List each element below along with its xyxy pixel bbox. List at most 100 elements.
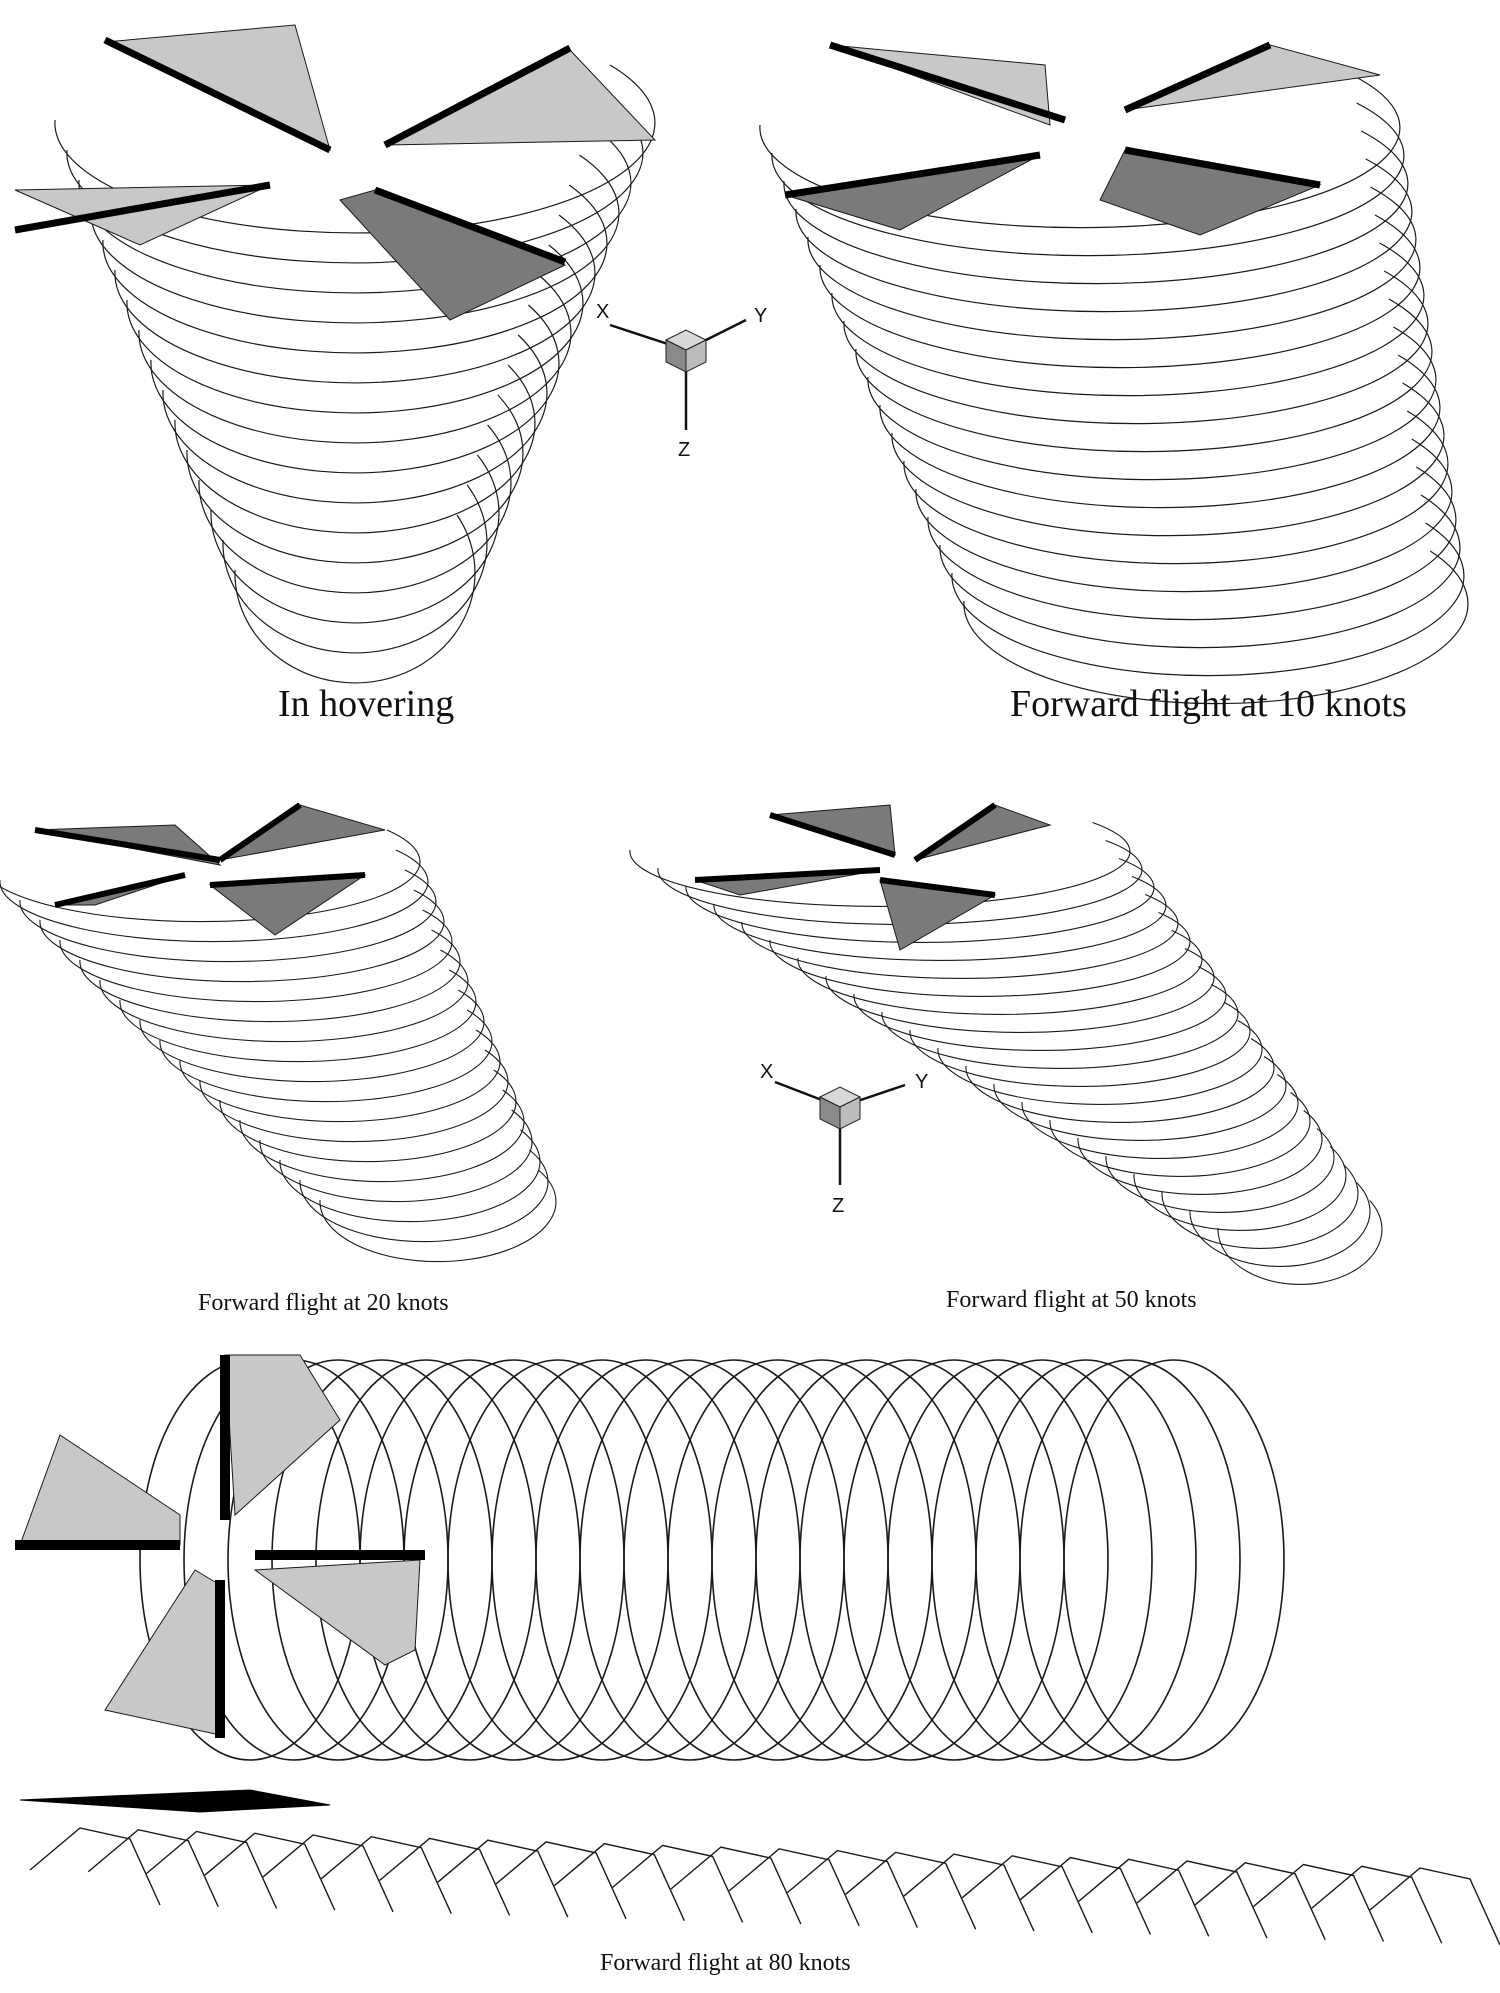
vortex-ring [186,394,524,564]
vortex-ring [114,214,596,384]
blade-spar [54,872,186,908]
rotor-blade [339,189,567,321]
vortex-ring [843,270,1429,425]
rotor-fwd50 [694,802,1052,951]
axis-x-label: X [760,1061,773,1083]
vortex-ring [219,1069,517,1163]
vortex-ring [234,514,476,684]
vortex-segment [204,1832,336,1911]
vortex-ring [59,909,453,1003]
vortex-ring [403,1359,625,1761]
rotor-fwd80 [15,1354,425,1738]
rotor-blade [219,804,386,861]
vortex-ring [1019,1359,1241,1761]
axis-z-label: Z [832,1195,844,1217]
vortex-ring [783,130,1409,285]
vortex-ring [755,1359,977,1761]
blade-spar [373,186,567,266]
rotor-blade [384,49,657,146]
vortex-ring [855,298,1433,453]
rotor-blade [19,1434,181,1546]
vortex-ring [150,304,560,474]
vortex-segment [845,1851,977,1930]
vortex-ring [1161,1164,1359,1249]
blade-spar [769,812,896,858]
vortex-ring [1077,1110,1323,1195]
vortex-segment [146,1830,278,1909]
vortex-ring [1105,1128,1335,1213]
wake-fwd50 [629,821,1383,1285]
vortex-ring [797,929,1203,1015]
blade-spar [103,36,332,154]
rotor-blade [224,1354,341,1517]
vortex-ring [937,1020,1263,1105]
vortex-ring [199,1049,509,1143]
vortex-ring [39,889,445,983]
vortex-ring [319,1169,557,1263]
vortex-ring [795,158,1413,313]
vortex-ring [843,1359,1065,1761]
vortex-ring [90,154,620,324]
vortex-segment [495,1841,627,1920]
vortex-ring [119,969,477,1063]
vortex-ring [741,893,1179,979]
vortex-ring [210,454,500,624]
vortex-segment [786,1849,919,1928]
blade-spar [14,181,271,234]
vortex-ring [711,1359,933,1761]
vortex-ring [222,484,488,654]
vortex-ring [903,410,1449,565]
vortex-segment [612,1844,744,1923]
vortex-ring [99,949,469,1043]
vortex-ring [975,1359,1197,1761]
vortex-ring [0,849,429,943]
axis-x-label: X [596,301,609,323]
vortex-ring [939,494,1461,649]
vortex-segment [670,1846,802,1925]
vortex-ring [1021,1074,1299,1159]
vortex-ring [963,550,1469,705]
vortex-ring [1133,1146,1347,1231]
vortex-segment [1136,1860,1268,1939]
vortex-ring [927,466,1457,621]
wake-fwd10 [759,74,1469,705]
wake-hover [54,64,656,684]
vortex-ring [915,438,1453,593]
vortex-ring [179,1029,501,1123]
vortex-ring [162,334,548,504]
vortex-ring [807,186,1417,341]
vortex-ring [139,989,485,1083]
vortex-ring [279,1129,541,1223]
vortex-ring [657,839,1143,925]
vortex-segment [553,1842,685,1921]
rotor-blade [104,1569,221,1736]
vortex-ring [79,929,461,1023]
vortex-ring [881,984,1239,1069]
vortex-ring [993,1056,1287,1141]
vortex-ring [825,948,1215,1033]
vortex-ring [713,875,1167,961]
blade-spar [784,151,1041,199]
vortex-segment [379,1837,511,1916]
caption-fwd20: Forward flight at 20 knots [198,1290,449,1316]
vortex-ring [259,1109,533,1203]
blade-spar [694,867,881,883]
vortex-ring [799,1359,1021,1761]
axis-y-label: Y [915,1071,928,1093]
caption-fwd10: Forward flight at 10 knots [1010,683,1407,725]
wake-fwd80-side [29,1827,1500,1946]
vortex-ring [447,1359,669,1761]
vortex-ring [1189,1182,1371,1267]
rotor-blades [14,24,1381,1813]
blade-spar [218,802,302,863]
vortex-ring [769,911,1191,997]
vortex-segment [87,1828,219,1908]
blade-spar [913,802,997,863]
vortex-ring [239,1089,525,1183]
axis-z-label: Z [678,439,690,461]
vortex-ring [819,214,1421,369]
vortex-segment [1019,1856,1152,1935]
blade-spar [209,872,366,888]
vortex-segment [29,1827,161,1906]
